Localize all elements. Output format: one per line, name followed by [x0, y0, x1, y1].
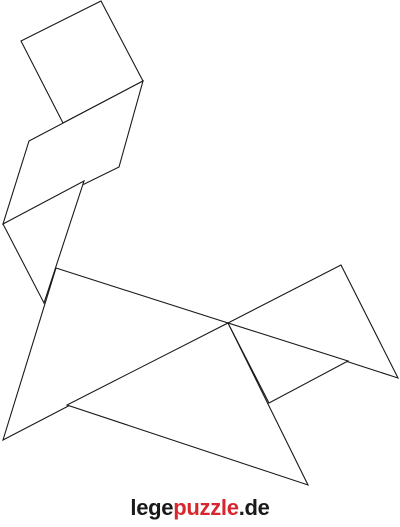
tangram-medium-triangle	[2, 179, 85, 305]
logo-text-lege: lege	[130, 495, 174, 520]
tangram-large-triangle-bottom	[65, 322, 310, 486]
tangram-small-triangle-middle	[226, 322, 350, 404]
tangram-parallelogram	[2, 79, 144, 226]
logo-text-puzzle: puzzle	[173, 495, 239, 520]
legepuzzle-logo: legepuzzle.de	[0, 495, 400, 521]
logo-text-domain: .de	[238, 495, 270, 520]
